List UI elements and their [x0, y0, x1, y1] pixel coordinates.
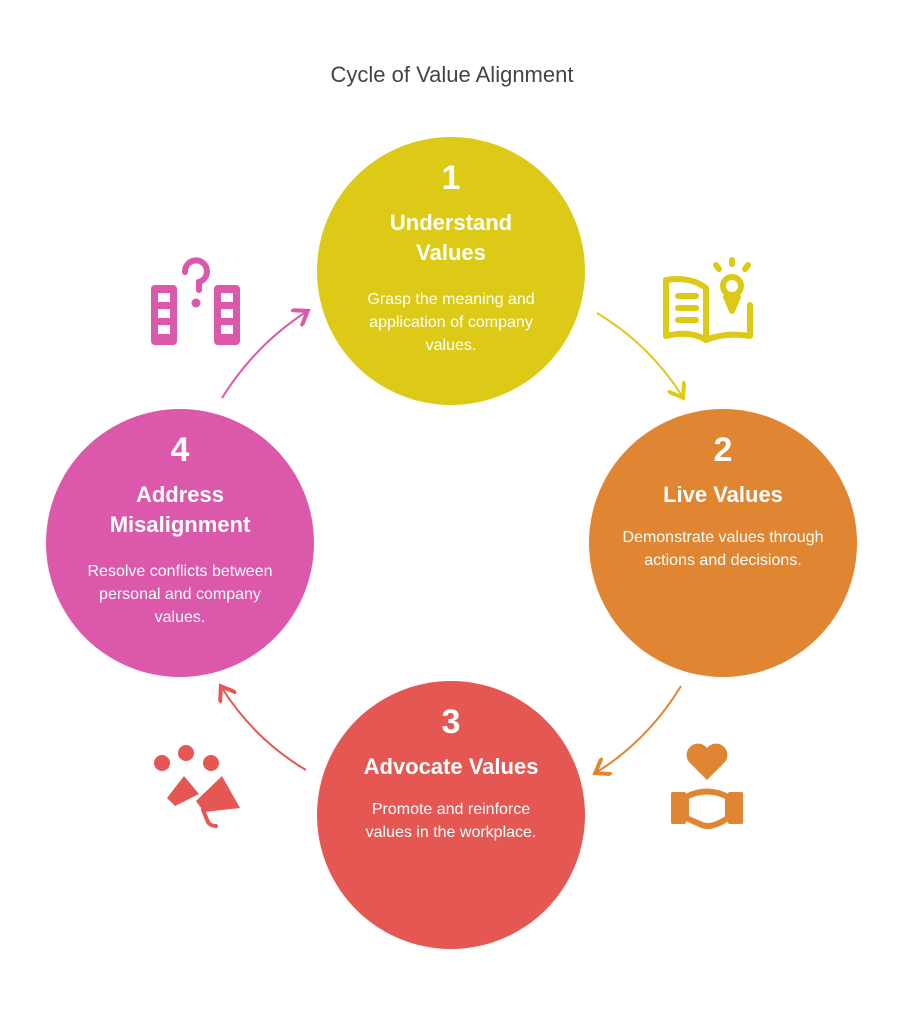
step-description: Demonstrate values through actions and d…	[622, 529, 824, 569]
step-description: Resolve conflicts between personal and c…	[87, 563, 273, 626]
arrow-1-to-2	[596, 312, 682, 396]
step-number: 1	[441, 159, 461, 197]
step-number: 4	[170, 431, 190, 469]
arrow-3-to-4	[222, 688, 307, 771]
step-1-circle: 1 Understand Values Grasp the meaning an…	[317, 137, 585, 405]
heart-handshake-icon	[671, 743, 743, 829]
step-number: 2	[713, 431, 733, 469]
buildings-question-icon	[151, 257, 240, 345]
step-heading: Understand Values	[389, 210, 513, 265]
step-2-circle: 2 Live Values Demonstrate values through…	[589, 409, 857, 677]
arrow-4-to-1	[221, 312, 306, 399]
book-lightbulb-icon	[663, 257, 753, 343]
step-description: Grasp the meaning and application of com…	[367, 291, 535, 354]
step-number: 3	[441, 703, 461, 741]
step-heading: Advocate Values	[363, 754, 539, 779]
step-heading: Live Values	[663, 482, 783, 507]
step-heading: Address Misalignment	[109, 482, 251, 537]
arrow-2-to-3	[597, 685, 682, 772]
step-3-circle: 3 Advocate Values Promote and reinforce …	[317, 681, 585, 949]
step-description: Promote and reinforce values in the work…	[365, 801, 537, 841]
diagram-title: Cycle of Value Alignment	[330, 62, 574, 87]
megaphone-people-icon	[154, 745, 240, 828]
step-4-circle: 4 Address Misalignment Resolve conflicts…	[46, 409, 314, 677]
